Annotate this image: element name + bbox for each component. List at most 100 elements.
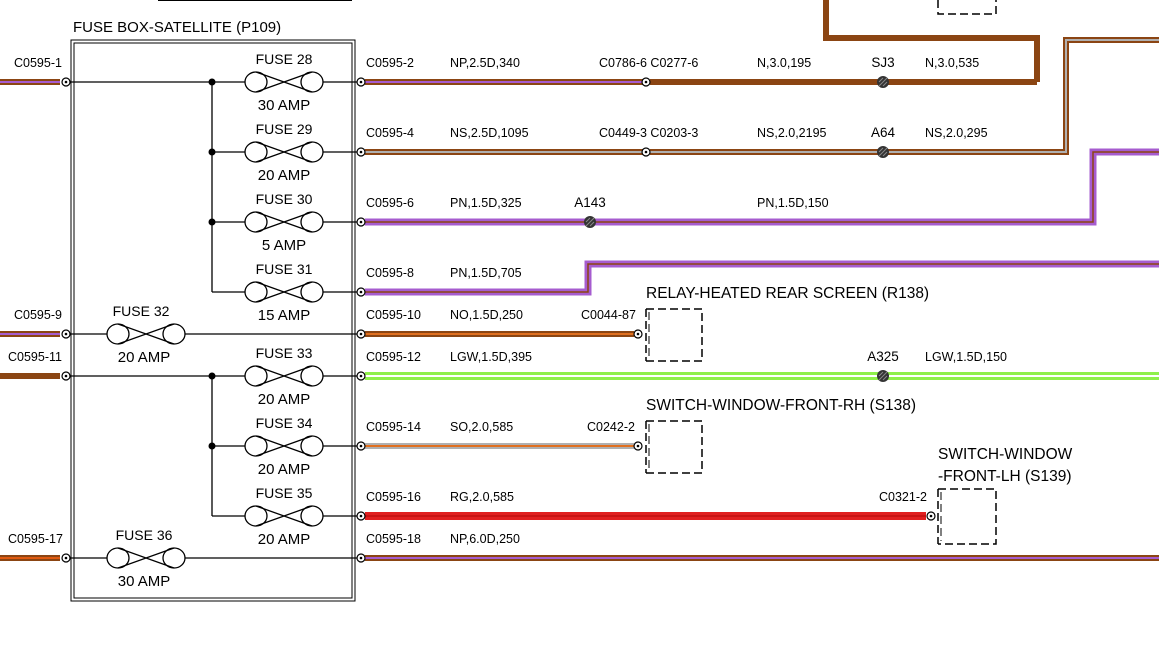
wire-spec: PN,1.5D,150 [757,196,829,210]
internal-bus [66,81,361,559]
wire-spec: NS,2.5D,1095 [450,126,529,140]
fuse-30: FUSE 30 5 AMP [244,191,324,254]
fuse-rating: 20 AMP [258,167,311,184]
component-switch-lh: SWITCH-WINDOW -FRONT-LH (S139) [937,446,1073,545]
fuse-34: FUSE 34 20 AMP [244,415,324,478]
component-label: SWITCH-WINDOW-FRONT-RH (S138) [646,397,916,414]
splice-label: A64 [871,125,896,140]
wire-spec: RG,2.0,585 [450,490,514,504]
wire-spec: NP,6.0D,250 [450,532,520,546]
fuse-name: FUSE 30 [256,191,313,207]
splice-a325-icon [877,370,889,382]
pin-label: C0595-2 [366,56,414,70]
pin-label: C0595-8 [366,266,414,280]
pin-label: C0595-16 [366,490,421,504]
fuse-28: FUSE 28 30 AMP [244,51,324,114]
splice-label: A325 [867,349,899,364]
connector-pin-icon [633,441,643,451]
pin-label: C0595-9 [14,308,62,322]
wire-spec: LGW,1.5D,395 [450,350,532,364]
component-outline [938,488,997,545]
pin-label: C0595-10 [366,308,421,322]
pin-label: C0595-17 [8,532,63,546]
fuse-rating: 5 AMP [262,237,306,254]
connector-pin-icon [641,147,651,157]
pin-label: C0595-11 [8,350,62,364]
fuse-name: FUSE 32 [113,303,170,319]
component-relay: RELAY-HEATED REAR SCREEN (R138) [645,285,929,362]
component-label-line1: SWITCH-WINDOW [938,446,1073,463]
fuse-name: FUSE 29 [256,121,313,137]
fuse-box-title: FUSE BOX-SATELLITE (P109) [73,19,281,36]
wire-spec: SO,2.0,585 [450,420,513,434]
fuse-name: FUSE 28 [256,51,313,67]
connector-label: C0044-87 [581,308,636,322]
wire-spec: NO,1.5D,250 [450,308,523,322]
fuse-symbol-icon [244,211,324,233]
fuse-rating: 15 AMP [258,307,311,324]
splice-label: A143 [574,195,606,210]
component-outline [646,420,703,474]
wire-spec: NS,2.0,295 [925,126,988,140]
component-outline [646,308,703,362]
wire-spec: NS,2.0,2195 [757,126,827,140]
pin-label: C0595-4 [366,126,414,140]
wire-spec: N,3.0,195 [757,56,811,70]
component-label-line2: -FRONT-LH (S139) [938,468,1072,485]
fuse-36: FUSE 36 30 AMP [106,527,186,590]
wire-spec: N,3.0,535 [925,56,979,70]
wire-c0595-4 [365,37,1159,155]
fuse-box-outer-border [70,39,356,602]
fuse-symbol-icon [244,435,324,457]
fuse-rating: 20 AMP [118,349,171,366]
pin-label: C0595-14 [366,420,421,434]
wire-spec: LGW,1.5D,150 [925,350,1007,364]
pin-label: C0595-6 [366,196,414,210]
splice-label: SJ3 [871,55,894,70]
fuse-name: FUSE 31 [256,261,313,277]
fuse-symbol-icon [106,323,186,345]
fuse-name: FUSE 33 [256,345,313,361]
fuse-rating: 30 AMP [258,97,311,114]
wires [0,0,1159,561]
fuse-33: FUSE 33 20 AMP [244,345,324,408]
wire-spec: PN,1.5D,705 [450,266,522,280]
connector-label: C0242-2 [587,420,635,434]
fuse-name: FUSE 35 [256,485,313,501]
pin-label: C0595-18 [366,532,421,546]
connector-label: C0786-6 C0277-6 [599,56,698,70]
circuit-labels: C0595-2 NP,2.5D,340 C0786-6 C0277-6 N,3.… [366,55,1007,546]
fuse-symbol-icon [244,365,324,387]
fuse-name: FUSE 36 [116,527,173,543]
fuse-box: FUSE BOX-SATELLITE (P109) [61,19,366,602]
input-pin-labels: C0595-1 C0595-9 C0595-11 C0595-17 [8,56,63,546]
connector-pin-icon [641,77,651,87]
wire-spec: NP,2.5D,340 [450,56,520,70]
splice-points [584,76,889,382]
fuse-32: FUSE 32 20 AMP [106,303,186,366]
pin-label: C0595-12 [366,350,421,364]
bus-junctions [208,78,216,450]
wire-spec: PN,1.5D,325 [450,196,522,210]
fuse-symbol-icon [244,71,324,93]
fuse-31: FUSE 31 15 AMP [244,261,324,324]
fuse-rating: 20 AMP [258,531,311,548]
fuse-35: FUSE 35 20 AMP [244,485,324,548]
fuse-symbol-icon [244,141,324,163]
fuse-symbol-icon [244,505,324,527]
splice-sj3-icon [877,76,889,88]
wire-c0595-6 [365,148,1159,226]
wire-c0595-8 [365,260,1159,296]
connector-label: C0321-2 [879,490,927,504]
fuse-rating: 20 AMP [258,391,311,408]
upper-component-outline [937,0,997,15]
splice-a64-icon [877,146,889,158]
wire-c0595-2 [365,0,1040,85]
fuse-rating: 20 AMP [258,461,311,478]
connector-label: C0449-3 C0203-3 [599,126,698,140]
pin-label: C0595-1 [14,56,62,70]
connector-pin-icon [633,329,643,339]
fuse-box-inner-border [73,42,353,599]
fuse-29: FUSE 29 20 AMP [244,121,324,184]
